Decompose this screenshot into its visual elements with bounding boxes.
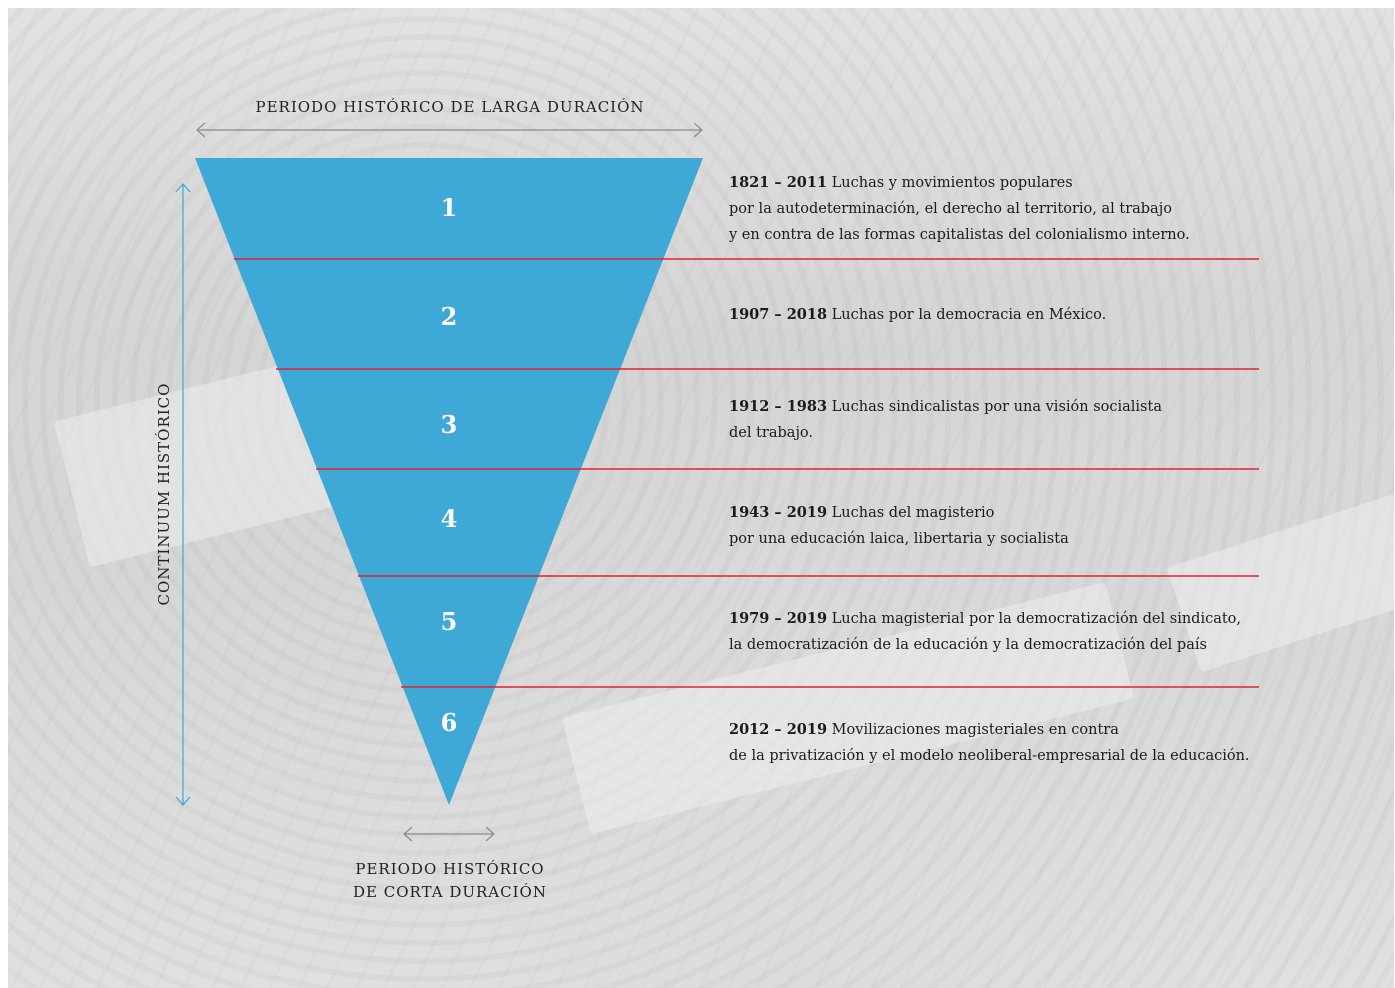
period-years: 1821 – 2011 xyxy=(729,174,828,191)
period-number-3: 3 xyxy=(441,410,458,439)
period-text: Luchas y movimientos populares xyxy=(831,175,1073,191)
period-text: por una educación laica, libertaria y so… xyxy=(729,531,1069,547)
period-text: Movilizaciones magisteriales en contra xyxy=(831,722,1119,738)
period-number-1: 1 xyxy=(441,193,458,222)
short-duration-label-line2: DE CORTA DURACIÓN xyxy=(353,883,547,901)
period-text: por la autodeterminación, el derecho al … xyxy=(729,201,1172,217)
period-number-4: 4 xyxy=(441,504,458,533)
period-text: la democratización de la educación y la … xyxy=(729,637,1207,653)
short-duration-label-line1: PERIODO HISTÓRICO xyxy=(355,860,545,878)
period-number-5: 5 xyxy=(441,607,458,636)
period-text: Luchas sindicalistas por una visión soci… xyxy=(831,399,1162,415)
short-duration-label: PERIODO HISTÓRICO DE CORTA DURACIÓN xyxy=(300,858,600,904)
period-description-3: 1912 – 1983 Luchas sindicalistas por una… xyxy=(729,394,1289,446)
period-number-6: 6 xyxy=(441,708,458,737)
period-description-4: 1943 – 2019 Luchas del magisterio por un… xyxy=(729,500,1289,552)
inverted-triangle xyxy=(195,158,703,805)
period-years: 2012 – 2019 xyxy=(729,721,828,738)
period-text: de la privatización y el modelo neoliber… xyxy=(729,748,1250,764)
period-text: del trabajo. xyxy=(729,425,814,441)
period-years: 1979 – 2019 xyxy=(729,610,828,627)
period-text: Luchas del magisterio xyxy=(831,505,995,521)
long-duration-arrow xyxy=(196,122,703,138)
divider-lines xyxy=(234,258,1259,688)
period-text: Lucha magisterial por la democratización… xyxy=(831,611,1242,627)
period-years: 1912 – 1983 xyxy=(729,398,828,415)
period-years: 1907 – 2018 xyxy=(729,306,828,323)
period-description-1: 1821 – 2011 Luchas y movimientos popular… xyxy=(729,170,1289,248)
period-description-2: 1907 – 2018 Luchas por la democracia en … xyxy=(729,302,1289,328)
period-numbers: 1 2 3 4 5 6 xyxy=(441,193,458,737)
continuum-arrow xyxy=(175,183,191,806)
period-description-6: 2012 – 2019 Movilizaciones magisteriales… xyxy=(729,717,1289,769)
period-number-2: 2 xyxy=(441,302,458,331)
period-description-5: 1979 – 2019 Lucha magisterial por la dem… xyxy=(729,606,1289,658)
period-text: Luchas por la democracia en México. xyxy=(831,307,1107,323)
period-years: 1943 – 2019 xyxy=(729,504,828,521)
continuum-label: CONTINUUM HISTÓRICO xyxy=(155,382,173,606)
short-duration-arrow xyxy=(403,826,495,842)
period-text: y en contra de las formas capitalistas d… xyxy=(729,227,1190,243)
long-duration-label: PERIODO HISTÓRICO DE LARGA DURACIÓN xyxy=(255,98,645,116)
